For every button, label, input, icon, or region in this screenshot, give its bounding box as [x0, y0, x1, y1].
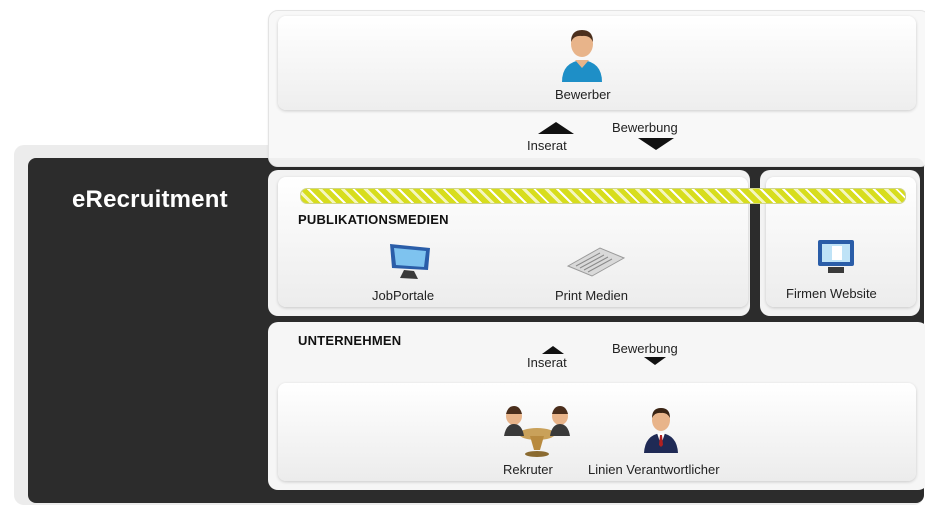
publication-media-heading: PUBLIKATIONSMEDIEN: [298, 212, 449, 227]
media-item-print: Print Medien: [555, 288, 628, 303]
person-linien-verantwortlicher: Linien Verantwortlicher: [588, 462, 720, 477]
inserat-arrow-up-small: [542, 346, 564, 354]
company-heading: UNTERNEHMEN: [298, 333, 402, 348]
recruiters-icon: [500, 402, 574, 458]
inserat-arrow-up: [538, 122, 574, 134]
inserat-label-company: Inserat: [527, 355, 567, 370]
person-icon: [557, 22, 607, 84]
inserat-label-top: Inserat: [527, 138, 567, 153]
progress-stripe: [300, 188, 906, 204]
website-monitor-icon: [814, 236, 858, 278]
person-rekruter: Rekruter: [503, 462, 553, 477]
bewerbung-arrow-down-small: [644, 357, 666, 365]
brand-title: eRecruitment: [72, 186, 228, 213]
applicant-card: [278, 16, 916, 110]
monitor-icon: [386, 240, 436, 282]
bewerbung-label-company: Bewerbung: [612, 341, 678, 356]
newspaper-icon: [564, 244, 628, 278]
bewerbung-arrow-down: [638, 138, 674, 150]
website-label: Firmen Website: [786, 286, 877, 301]
applicant-label: Bewerber: [555, 87, 611, 102]
manager-icon: [642, 405, 680, 455]
media-item-jobportale: JobPortale: [372, 288, 435, 303]
bewerbung-label-top: Bewerbung: [612, 120, 678, 135]
company-card: [278, 383, 916, 481]
